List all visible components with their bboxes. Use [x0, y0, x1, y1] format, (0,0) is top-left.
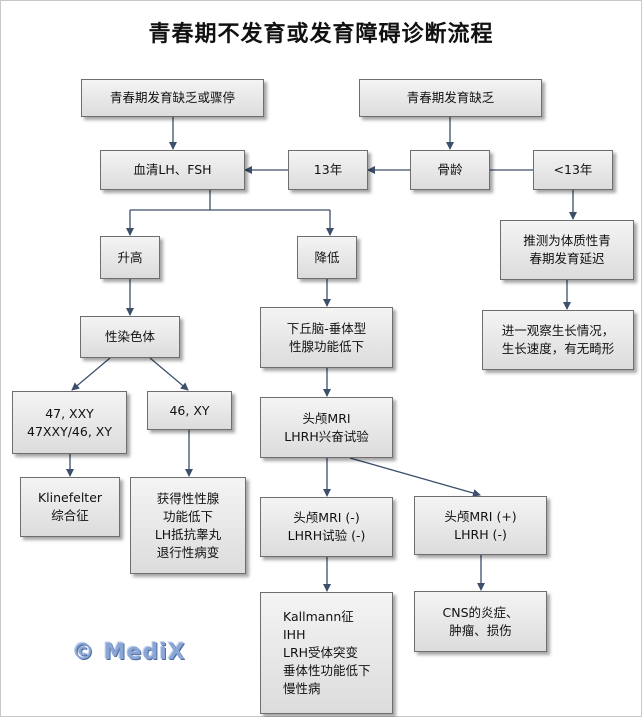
- node-serum-lh-fsh: 血清LH、FSH: [100, 150, 245, 190]
- node-bone-age: 骨龄: [410, 150, 490, 190]
- diagram-title: 青春期不发育或发育障碍诊断流程: [148, 21, 494, 47]
- node-elevated: 升高: [100, 236, 160, 279]
- node-karyotype-46xy: 46, XY: [147, 391, 232, 430]
- node-head-mri-lhrh: 头颅MRI LHRH兴奋试验: [260, 397, 393, 458]
- node-mri-negative: 头颅MRI (-) LHRH试验 (-): [260, 497, 393, 557]
- medix-watermark: © MediX: [72, 640, 186, 665]
- node-bone-age-lt13: <13年: [533, 150, 613, 190]
- node-hypothalamic-pituitary: 下丘脑-垂体型 性腺功能低下: [260, 307, 393, 368]
- arrow-karyotype-to-47xxy: [71, 357, 111, 391]
- node-kallmann: Kallmann征 IHH LRH受体突变 垂体性功能低下 慢性病: [260, 592, 393, 714]
- node-cns: CNS的炎症、 肿瘤、损伤: [414, 591, 547, 652]
- node-acquired-hypogonadism: 获得性性腺 功能低下 LH抵抗睾丸 退行性病变: [130, 477, 246, 574]
- node-klinefelter: Klinefelter 综合征: [20, 477, 120, 537]
- arrow-karyotype-to-46xy: [149, 357, 189, 391]
- node-observe-growth: 进一观察生长情况， 生长速度，有无畸形: [482, 310, 634, 370]
- node-delay-or-arrest: 青春期发育缺乏或骤停: [81, 79, 264, 117]
- node-constitutional-delay: 推测为体质性青 春期发育延迟: [500, 220, 634, 280]
- node-karyotype: 性染色体: [80, 316, 180, 358]
- arrow-mri-to-positive: [349, 457, 481, 497]
- node-mri-positive: 头颅MRI (+) LHRH (-): [414, 496, 547, 555]
- node-absent-puberty: 青春期发育缺乏: [359, 79, 542, 117]
- node-decreased: 降低: [297, 236, 357, 279]
- node-karyotype-47xxy: 47, XXY 47XXY/46, XY: [12, 391, 127, 454]
- node-bone-age-13: 13年: [288, 150, 368, 190]
